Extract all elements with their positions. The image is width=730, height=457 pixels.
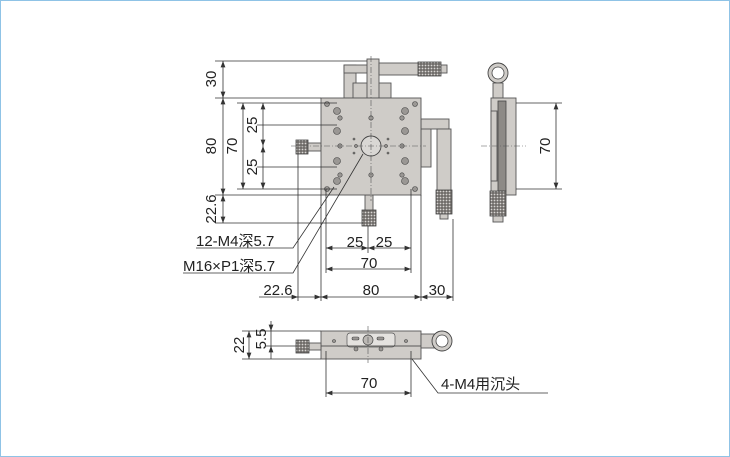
top-view-left-dimensions: 30 80 22.6 70 25 25 (203, 60, 367, 224)
dim-half-pitch-lower: 25 (244, 159, 261, 176)
bottom-lock-knob (361, 194, 377, 227)
dim-half-pitch-upper: 25 (244, 117, 261, 134)
front-dim-hole-pitch: 70 (361, 375, 378, 392)
dim-left-offset: 22.6 (263, 282, 292, 299)
dim-top-offset: 30 (203, 71, 220, 88)
front-dim-table-height: 5.5 (253, 329, 270, 350)
top-view-bottom-dimensions: 25 25 70 22.6 80 30 (259, 154, 454, 301)
side-view: 70 (481, 62, 562, 223)
dim-right-offset: 30 (429, 282, 446, 299)
front-view-dimensions: 22 5.5 70 4-M4用沉头 (231, 321, 548, 397)
dim-half-right: 25 (376, 234, 393, 251)
callout-tapped-holes: 12-M4深5.7 (196, 233, 274, 250)
front-view (295, 326, 453, 363)
dim-hole-pitch-horizontal: 70 (361, 255, 378, 272)
top-view (291, 56, 453, 227)
left-lock-knob (295, 139, 322, 155)
front-dim-height: 22 (231, 337, 248, 354)
side-dim-hole-pitch: 70 (537, 138, 554, 155)
callout-counterbore: 4-M4用沉头 (441, 376, 520, 393)
knurled-thimble-icon (417, 61, 442, 77)
callout-center-thread: M16×P1深5.7 (183, 258, 275, 275)
top-view-callouts: 12-M4深5.7 M16×P1深5.7 (183, 153, 364, 275)
dim-width: 80 (363, 282, 380, 299)
dim-hole-pitch-vertical: 70 (224, 138, 241, 155)
dim-half-left: 25 (347, 234, 364, 251)
right-micrometer (420, 118, 453, 220)
top-micrometer (343, 58, 448, 99)
dim-height: 80 (203, 138, 220, 155)
knurled-thimble-icon (435, 189, 453, 215)
dim-bottom-offset: 22.6 (203, 194, 220, 223)
